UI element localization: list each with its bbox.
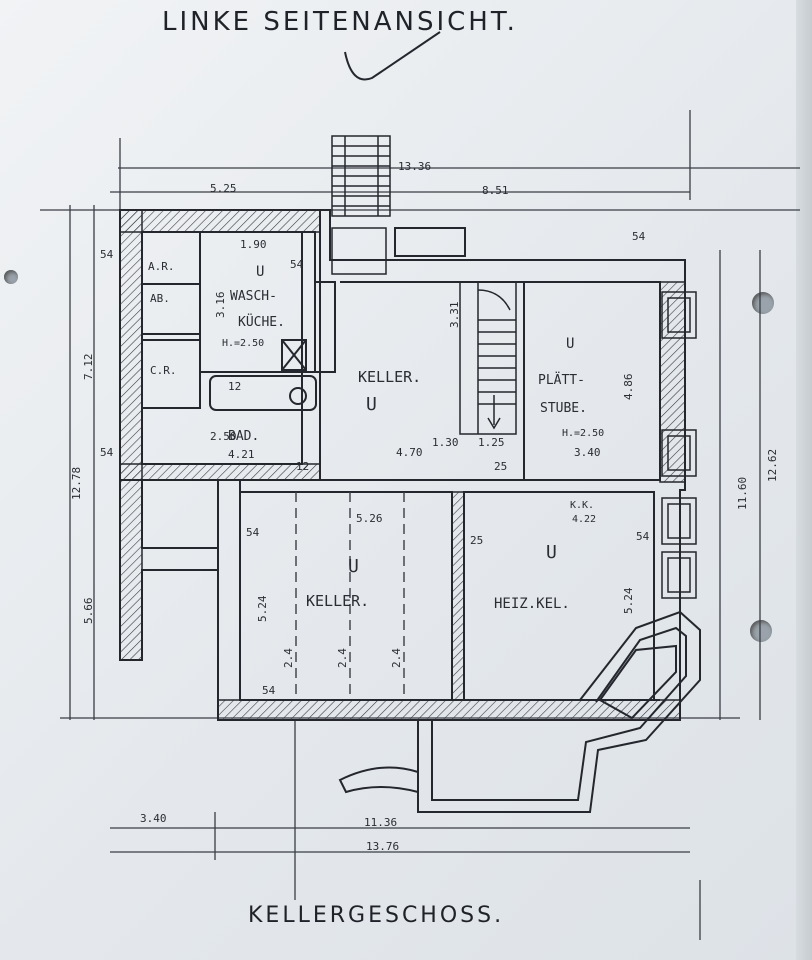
dim-wall-54-a: 54	[100, 248, 114, 261]
dim-keller-lower-h: 5.24	[256, 595, 269, 622]
punch-hole-top	[752, 292, 774, 314]
dim-wall-54-g: 54	[262, 684, 276, 697]
dim-wall-54-e: 54	[636, 530, 650, 543]
dim-wall-54-d: 54	[632, 230, 646, 243]
mark-u-keller-lower: U	[348, 556, 359, 577]
room-keller-lower: KELLER.	[306, 592, 369, 610]
solid-walls	[119, 209, 686, 721]
room-heiz: HEIZ.KEL.	[494, 596, 570, 612]
dim-bottom-total: 13.76	[366, 840, 399, 853]
room-platt-line1: PLÄTT-	[538, 372, 585, 388]
check-mark	[344, 31, 441, 81]
dim-keller-div-1: 2.4	[282, 648, 295, 668]
room-bad: BAD.	[228, 429, 259, 444]
room-wasch-line2: KÜCHE.	[238, 313, 285, 330]
dim-wall-54-f: 54	[246, 526, 260, 539]
mark-u-heiz: U	[546, 542, 557, 563]
dim-bad-h: 2.50	[210, 430, 237, 443]
dim-width-125: 1.25	[478, 436, 505, 449]
paper-edge	[796, 0, 812, 960]
room-cr: C.R.	[150, 364, 177, 377]
dim-top-right: 8.51	[482, 184, 509, 197]
header-title: LINKE SEITENANSICHT.	[162, 7, 518, 37]
dim-wall-54-c: 54	[290, 258, 304, 271]
mark-u-wasch: U	[256, 264, 264, 280]
dim-keller-main-w: 4.70	[396, 446, 423, 459]
dim-wall-54-b: 54	[100, 446, 114, 459]
dim-wall-12-b: 12	[296, 460, 309, 473]
room-wasch-line1: WASCH-	[230, 289, 277, 304]
windows-right	[661, 291, 697, 599]
dim-stair-w: 3.31	[448, 302, 461, 329]
dim-left-upper: 7.12	[82, 354, 95, 381]
dim-stair-step: 1.30	[432, 436, 459, 449]
footer-title: KELLERGESCHOSS.	[248, 903, 504, 928]
entrance-stairs	[331, 135, 391, 275]
dim-platt-h: 4.86	[622, 374, 635, 401]
dim-left-height: 12.78	[70, 467, 83, 500]
interior-stair	[459, 281, 517, 435]
dim-top-total: 13.36	[398, 160, 431, 173]
dim-wall-25-b: 25	[494, 460, 507, 473]
annex-walls	[338, 610, 701, 813]
room-platt-height: H.=2.50	[562, 428, 604, 439]
dimension-labels: 13.36 5.25 8.51 12.78 7.12 5.66 12.62 11…	[70, 160, 779, 853]
room-kk-size: 4.22	[572, 514, 596, 525]
dim-keller-lower-w: 5.26	[356, 512, 383, 525]
dim-wall-25-a: 25	[470, 534, 483, 547]
joist-lines	[295, 492, 405, 700]
dim-wash-w: 1.90	[240, 238, 267, 251]
dim-left-lower: 5.66	[82, 598, 95, 625]
room-keller-main: KELLER.	[358, 368, 421, 386]
dim-platt-w: 3.40	[574, 446, 601, 459]
room-kk: K.K.	[570, 500, 594, 511]
dim-keller-div-2: 2.4	[336, 648, 349, 668]
dim-bottom-inner: 11.36	[364, 816, 397, 829]
punch-hole-left	[4, 270, 18, 284]
dim-right-outer: 12.62	[766, 449, 779, 482]
dim-right-inner: 11.60	[736, 477, 749, 510]
dim-top-left: 5.25	[210, 182, 237, 195]
mark-u-platt: U	[566, 336, 574, 352]
dim-keller-div-3: 2.4	[390, 648, 403, 668]
room-ab: AB.	[150, 292, 170, 305]
room-wasch-height: H.=2.50	[222, 338, 264, 349]
dim-wash-h: 3.16	[214, 292, 227, 319]
dim-wall-12-a: 12	[228, 380, 241, 393]
punch-hole-bottom	[750, 620, 772, 642]
dim-bad-w: 4.21	[228, 448, 255, 461]
dim-heiz-h: 5.24	[622, 587, 635, 614]
mark-u-keller: U	[366, 394, 377, 415]
dim-bottom-left: 3.40	[140, 812, 167, 825]
room-ar: A.R.	[148, 260, 175, 273]
room-platt-line2: STUBE.	[540, 401, 587, 416]
partitions	[141, 231, 661, 701]
